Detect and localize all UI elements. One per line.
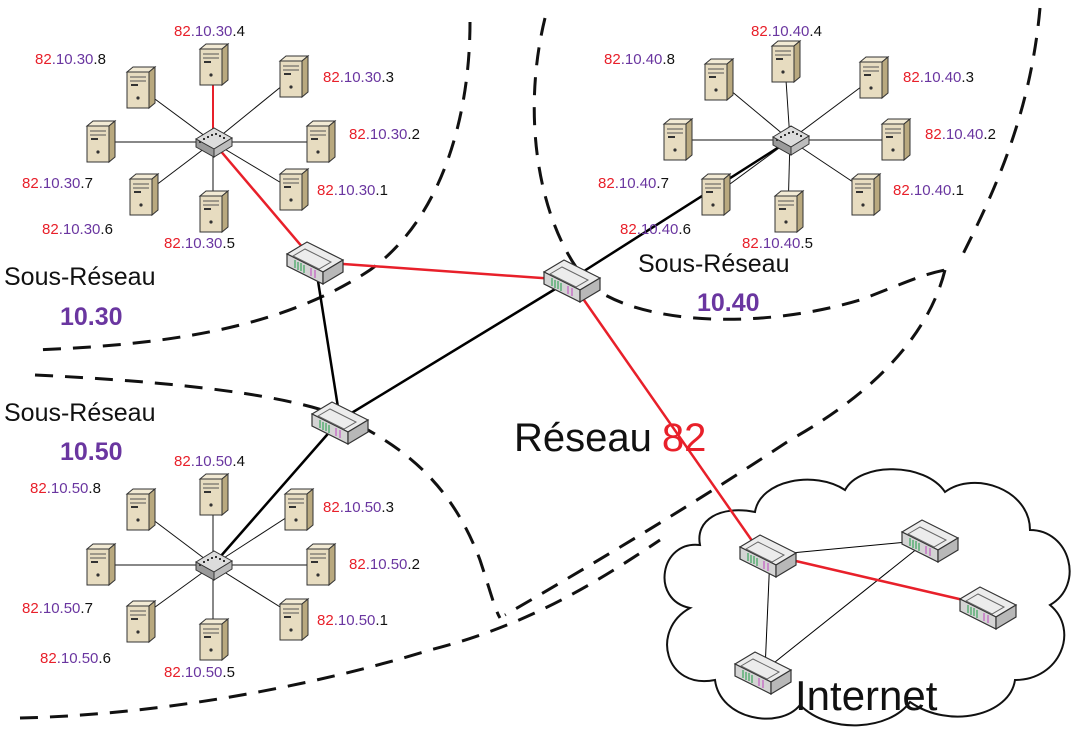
subnet-number: 10.40 xyxy=(697,289,760,317)
subnet-number: 10.50 xyxy=(60,438,123,466)
ip-label: 82.10.30.6 xyxy=(42,221,113,238)
ip-label: 82.10.40.4 xyxy=(751,23,822,40)
ip-label: 82.10.50.6 xyxy=(40,650,111,667)
ip-labels-10-40: 82.10.40.1 82.10.40.2 82.10.40.3 82.10.4… xyxy=(598,23,996,252)
server-icon xyxy=(86,543,116,586)
subnet-title: Sous-Réseau xyxy=(4,263,155,291)
server-icon xyxy=(279,598,309,641)
ip-label: 82.10.40.1 xyxy=(893,182,964,199)
backbone-links xyxy=(212,138,791,566)
server-icon xyxy=(701,173,731,216)
ip-label: 82.10.30.3 xyxy=(323,69,394,86)
subnet-title: Sous-Réseau xyxy=(638,250,789,278)
switch-icon xyxy=(195,127,233,158)
ip-label: 82.10.50.1 xyxy=(317,612,388,629)
ip-label: 82.10.30.5 xyxy=(164,235,235,252)
ip-label: 82.10.30.8 xyxy=(35,51,106,68)
server-icon xyxy=(859,56,889,99)
server-icon xyxy=(126,66,156,109)
server-icon xyxy=(129,173,159,216)
server-icon xyxy=(704,58,734,101)
ip-label: 82.10.50.4 xyxy=(174,453,245,470)
ip-label: 82.10.30.1 xyxy=(317,182,388,199)
ip-labels-10-30: 82.10.30.1 82.10.30.2 82.10.30.3 82.10.3… xyxy=(22,23,420,252)
ip-label: 82.10.30.2 xyxy=(349,126,420,143)
ip-label: 82.10.50.5 xyxy=(164,664,235,681)
server-icon xyxy=(86,120,116,163)
subnet-number: 10.30 xyxy=(60,303,123,331)
server-icon xyxy=(126,600,156,643)
ip-label: 82.10.40.3 xyxy=(903,69,974,86)
ip-label: 82.10.50.8 xyxy=(30,480,101,497)
ip-label: 82.10.40.2 xyxy=(925,126,996,143)
ip-label: 82.10.50.3 xyxy=(323,499,394,516)
ip-label: 82.10.40.5 xyxy=(742,235,813,252)
subnet-title: Sous-Réseau xyxy=(4,399,155,427)
server-icon xyxy=(306,120,336,163)
server-icon xyxy=(771,40,801,83)
server-icon xyxy=(851,173,881,216)
server-icon xyxy=(279,55,309,98)
server-icon xyxy=(306,543,336,586)
ip-label: 82.10.40.7 xyxy=(598,175,669,192)
server-icon xyxy=(126,488,156,531)
ip-label: 82.10.40.6 xyxy=(620,221,691,238)
switch-icon xyxy=(195,550,233,581)
internet-label: Internet xyxy=(795,672,938,719)
server-icon xyxy=(881,118,911,161)
server-icon xyxy=(774,190,804,233)
zone-boundaries xyxy=(19,7,1042,720)
server-icon xyxy=(199,190,229,233)
server-icon xyxy=(199,43,229,86)
ip-label: 82.10.30.4 xyxy=(174,23,245,40)
ip-labels-10-50: 82.10.50.1 82.10.50.2 82.10.50.3 82.10.5… xyxy=(22,453,420,681)
router-icon xyxy=(286,241,344,285)
ip-label: 82.10.50.2 xyxy=(349,556,420,573)
ip-label: 82.10.30.7 xyxy=(22,175,93,192)
server-icon xyxy=(199,618,229,661)
server-icon xyxy=(284,488,314,531)
server-icon xyxy=(663,118,693,161)
ip-label: 82.10.40.8 xyxy=(604,51,675,68)
server-icon xyxy=(199,473,229,516)
server-icon xyxy=(279,168,309,211)
ip-label: 82.10.50.7 xyxy=(22,600,93,617)
